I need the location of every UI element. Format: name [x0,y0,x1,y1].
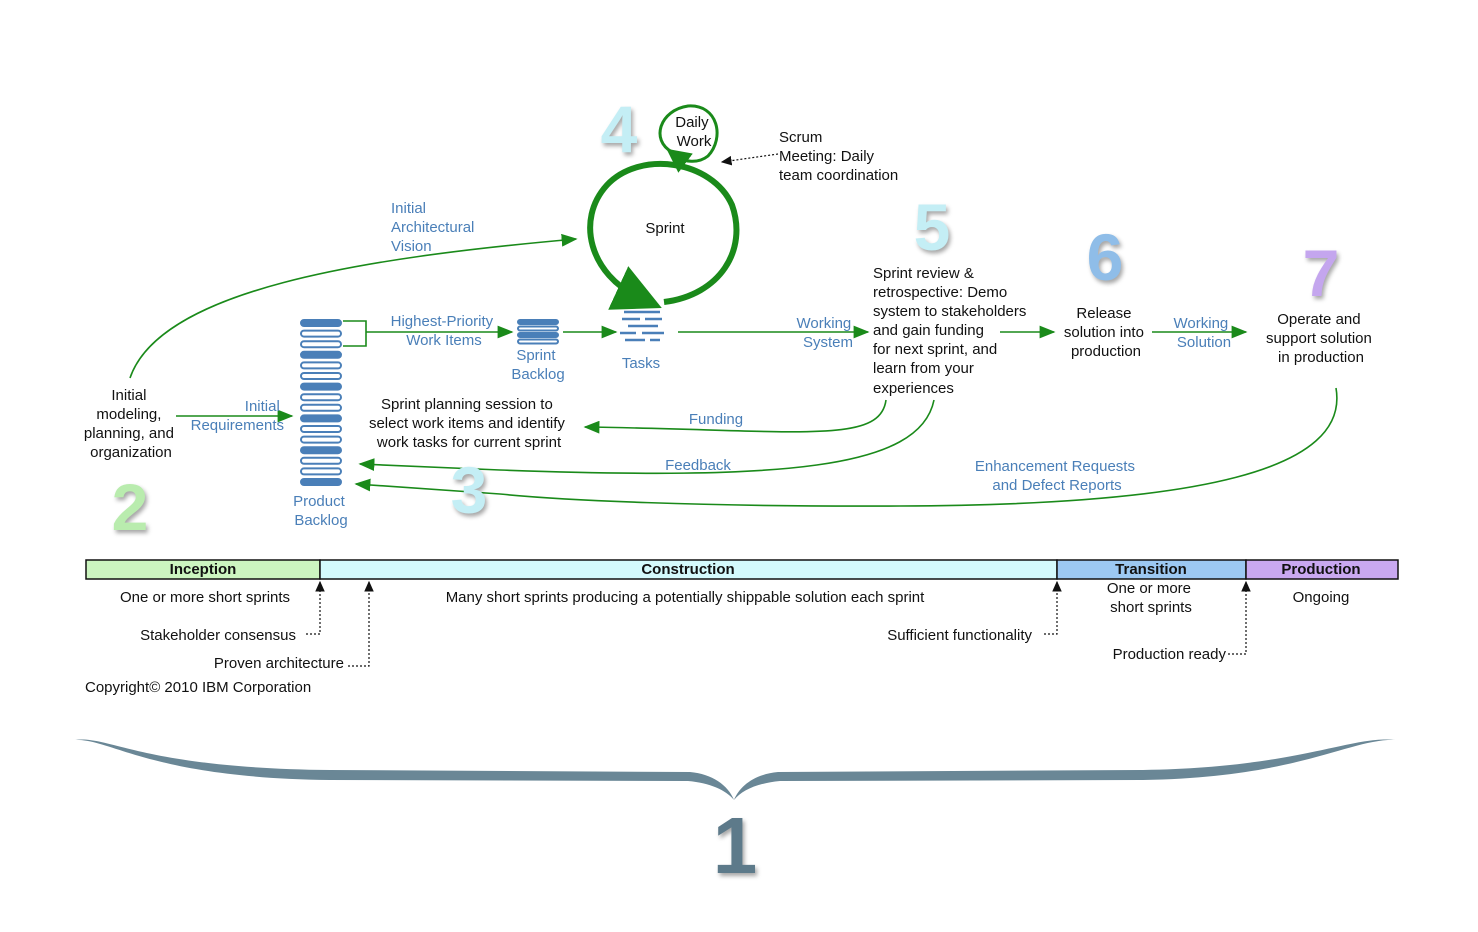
step-number-7: 7 [1303,236,1340,310]
release-label: Release solution into production [1064,305,1148,360]
sprint-backlog-item [517,332,559,338]
daily-work-loop [658,104,719,173]
sprint-backlog-label: Sprint Backlog [511,347,564,383]
working-solution-label: Working Solution [1174,315,1233,351]
product-backlog-label: Product Backlog [293,493,349,529]
step-number-2: 2 [112,470,149,544]
funding-label: Funding [689,411,743,428]
sprint-backlog-stack [517,319,559,345]
daily-work-label: Daily Work [675,114,713,150]
phase-construction-note: Many short sprints producing a potential… [446,589,925,606]
backlog-item [300,319,342,327]
curly-brace [74,739,1396,800]
step-number-6: 6 [1087,220,1124,294]
bracket-highest-priority [343,321,512,346]
initial-arch-vision-label: Initial Architectural Vision [391,200,479,255]
step-number-1: 1 [713,801,758,890]
backlog-item [300,456,342,465]
product-backlog-stack [300,319,342,486]
working-system-label: Working System [797,315,856,351]
initial-requirements-label: Initial Requirements [191,398,284,434]
copyright-text: Copyright© 2010 IBM Corporation [85,679,311,696]
enhancement-label: Enhancement Requests and Defect Reports [975,458,1139,494]
step-numbers: 4 5 6 7 2 3 [112,92,1340,544]
backlog-item [300,446,342,455]
phase-construction-title: Construction [641,561,734,578]
phase-inception-title: Inception [170,561,237,578]
milestone-stakeholder: Stakeholder consensus [140,627,296,644]
highest-priority-label: Highest-Priority Work Items [391,313,498,349]
phase-transition-note: One or more short sprints [1107,580,1195,616]
phase-production [1245,559,1399,580]
step-number-5: 5 [914,190,951,264]
operate-label: Operate and support solution in producti… [1266,311,1376,366]
backlog-item [300,350,342,359]
backlog-item [300,340,342,349]
sprint-backlog-item [517,338,559,345]
backlog-item [300,329,342,338]
phase-production-title: Production [1281,561,1360,578]
step-number-3: 3 [451,453,488,527]
phase-inception-note: One or more short sprints [120,589,290,606]
feedback-label: Feedback [665,457,731,474]
initial-modeling-label: Initial modeling, planning, and organiza… [84,387,178,461]
phase-production-note: Ongoing [1293,589,1350,606]
scrum-pointer [720,153,779,166]
tasks-icon [620,310,664,342]
flow-arrows [129,233,1338,507]
arrow-to-arch-vision [129,233,578,379]
sprint-backlog-item [517,319,559,325]
backlog-item [300,478,342,486]
step-number-4: 4 [601,92,638,166]
sprint-backlog-item [517,325,559,332]
arrow-feedback [358,399,935,475]
backlog-item [300,393,342,402]
arrow-funding [583,399,887,434]
milestone-connectors [306,580,1251,667]
phase-bar [85,559,1399,580]
arrow-enhancement [354,387,1338,507]
tasks-label: Tasks [622,355,660,372]
backlog-item [300,435,342,444]
backlog-item [300,414,342,423]
phase-transition-title: Transition [1115,561,1187,578]
backlog-item [300,372,342,380]
backlog-item [300,361,342,370]
sprint-planning-label: Sprint planning session to select work i… [369,396,569,451]
sprint-label: Sprint [645,220,685,237]
backlog-item [300,382,342,391]
sprint-review-label: Sprint review & retrospective: Demo syst… [873,265,1031,397]
backlog-item [300,425,342,433]
backlog-item [300,403,342,412]
backlog-item [300,467,342,476]
scrum-label: Scrum Meeting: Daily team coordination [779,129,898,184]
sprint-cycle [587,104,740,310]
milestone-proven-architecture: Proven architecture [214,655,344,672]
milestone-production-ready: Production ready [1113,646,1227,663]
milestone-sufficient-functionality: Sufficient functionality [887,627,1032,644]
